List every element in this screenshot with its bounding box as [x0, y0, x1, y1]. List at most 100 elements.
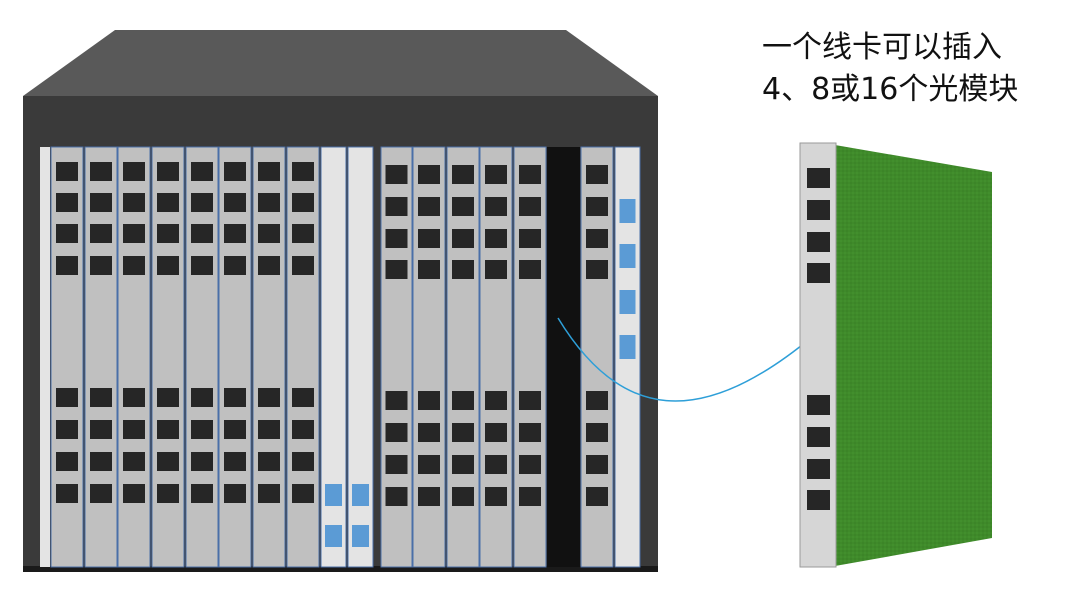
- optical-port: [157, 224, 179, 243]
- optical-port: [292, 452, 314, 471]
- line-card-ports: [807, 168, 830, 510]
- optical-port: [519, 260, 541, 279]
- optical-port: [157, 484, 179, 503]
- optical-port: [519, 229, 541, 248]
- blue-port: [325, 525, 342, 547]
- optical-port: [292, 388, 314, 407]
- optical-port: [157, 162, 179, 181]
- optical-port: [56, 162, 78, 181]
- optical-port: [519, 165, 541, 184]
- optical-port: [123, 224, 145, 243]
- optical-port: [807, 168, 830, 188]
- optical-port: [385, 165, 408, 184]
- optical-port: [418, 455, 440, 474]
- optical-port: [385, 197, 408, 216]
- optical-port: [586, 423, 608, 442]
- optical-port: [418, 165, 440, 184]
- optical-port: [191, 452, 213, 471]
- optical-port: [224, 420, 246, 439]
- chassis-left-strip: [40, 147, 50, 567]
- blue-port: [325, 484, 342, 506]
- optical-port: [258, 452, 280, 471]
- annotation-line-2: 4、8或16个光模块: [762, 72, 1019, 107]
- optical-port: [292, 256, 314, 275]
- optical-port: [191, 256, 213, 275]
- chassis-bottom-edge: [23, 566, 658, 572]
- optical-port: [90, 256, 112, 275]
- optical-port: [385, 229, 408, 248]
- optical-port: [485, 197, 507, 216]
- optical-port: [586, 165, 608, 184]
- optical-port: [519, 423, 541, 442]
- optical-port: [90, 224, 112, 243]
- line-card-pcb: [835, 145, 992, 566]
- optical-port: [191, 193, 213, 212]
- optical-port: [586, 391, 608, 410]
- optical-port: [123, 162, 145, 181]
- optical-port: [519, 197, 541, 216]
- optical-port: [807, 427, 830, 447]
- optical-port: [519, 487, 541, 506]
- optical-port: [56, 484, 78, 503]
- optical-port: [157, 388, 179, 407]
- optical-port: [519, 391, 541, 410]
- optical-port: [258, 420, 280, 439]
- optical-port: [385, 391, 408, 410]
- optical-port: [807, 459, 830, 479]
- empty-slot: [547, 147, 580, 567]
- optical-port: [485, 165, 507, 184]
- optical-port: [191, 388, 213, 407]
- optical-port: [224, 388, 246, 407]
- optical-port: [56, 193, 78, 212]
- optical-port: [292, 420, 314, 439]
- optical-port: [485, 391, 507, 410]
- blue-port: [619, 290, 636, 314]
- blue-port: [619, 335, 636, 359]
- optical-port: [191, 162, 213, 181]
- optical-port: [452, 197, 474, 216]
- optical-port: [452, 391, 474, 410]
- optical-port: [807, 395, 830, 415]
- optical-port: [157, 193, 179, 212]
- optical-port: [258, 388, 280, 407]
- optical-port: [485, 229, 507, 248]
- optical-port: [90, 388, 112, 407]
- blue-port: [352, 484, 369, 506]
- optical-port: [56, 388, 78, 407]
- optical-port: [418, 487, 440, 506]
- optical-port: [157, 256, 179, 275]
- optical-port: [807, 232, 830, 252]
- blue-port: [352, 525, 369, 547]
- optical-port: [123, 256, 145, 275]
- optical-port: [418, 391, 440, 410]
- optical-port: [452, 229, 474, 248]
- optical-port: [90, 484, 112, 503]
- optical-port: [485, 455, 507, 474]
- optical-port: [452, 455, 474, 474]
- optical-port: [258, 162, 280, 181]
- line-card-detail: [799, 142, 992, 568]
- optical-port: [292, 162, 314, 181]
- optical-port: [452, 423, 474, 442]
- optical-port: [452, 487, 474, 506]
- optical-port: [385, 423, 408, 442]
- optical-port: [90, 420, 112, 439]
- optical-port: [586, 229, 608, 248]
- optical-port: [258, 193, 280, 212]
- optical-port: [418, 229, 440, 248]
- optical-port: [418, 423, 440, 442]
- chassis-slots: [40, 146, 641, 568]
- optical-port: [385, 487, 408, 506]
- optical-port: [258, 256, 280, 275]
- optical-port: [191, 224, 213, 243]
- optical-port: [157, 452, 179, 471]
- optical-port: [191, 484, 213, 503]
- optical-port: [452, 260, 474, 279]
- optical-port: [485, 260, 507, 279]
- optical-port: [586, 260, 608, 279]
- optical-port: [224, 162, 246, 181]
- optical-port: [157, 420, 179, 439]
- optical-port: [292, 193, 314, 212]
- optical-port: [123, 420, 145, 439]
